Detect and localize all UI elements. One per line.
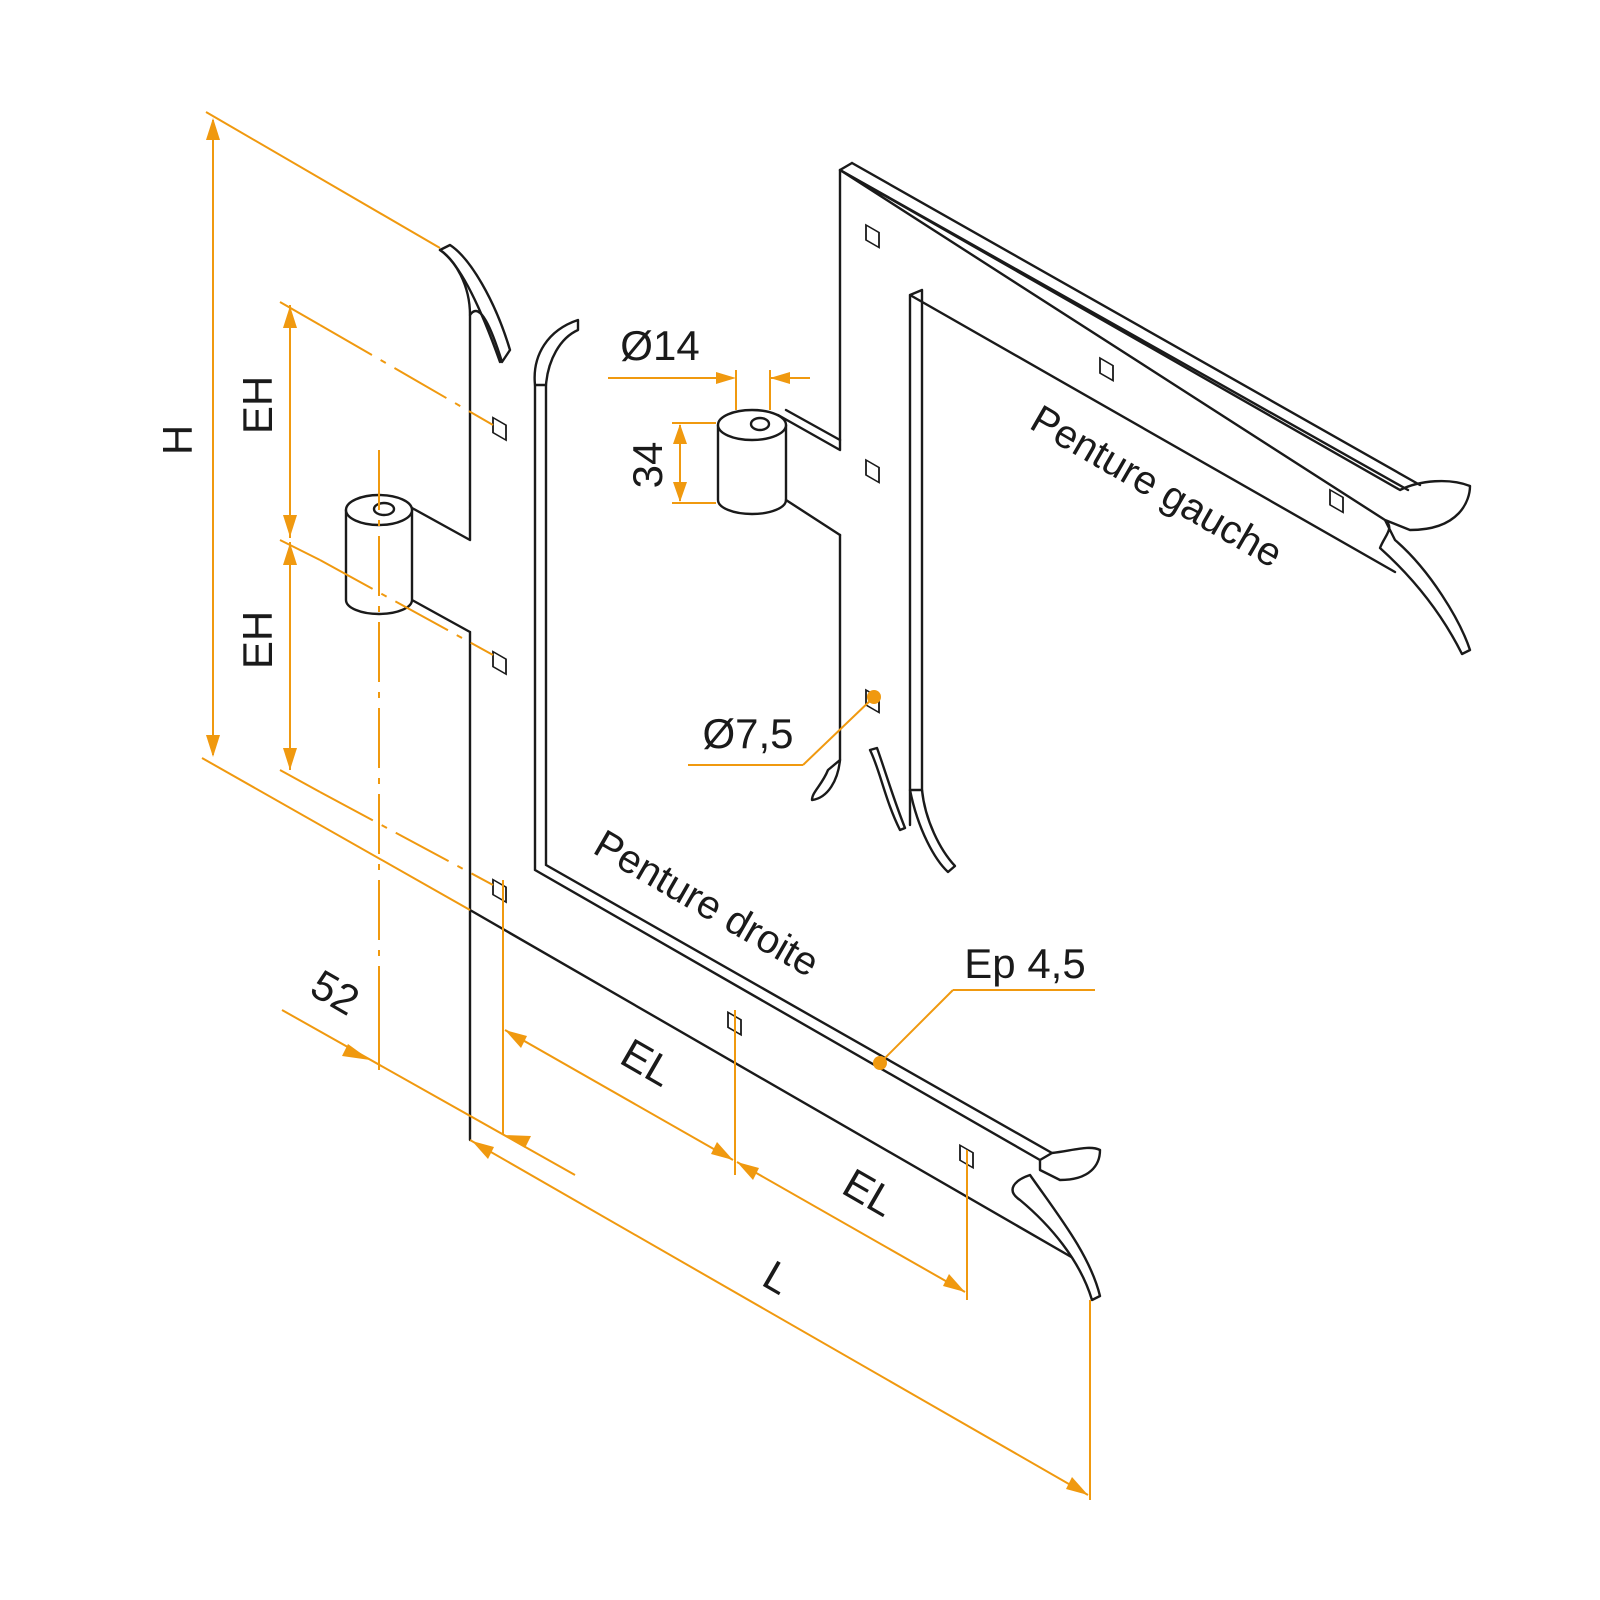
right-strap-tip bbox=[1038, 1146, 1102, 1182]
label-thickness: Ep 4,5 bbox=[964, 940, 1085, 987]
left-strap bbox=[716, 161, 1472, 874]
left-strap-plate bbox=[838, 168, 1472, 656]
left-strap-leg-end bbox=[908, 788, 957, 874]
label-hole-spacing-horizontal-2: EL bbox=[835, 1159, 903, 1225]
right-strap-top-curl bbox=[438, 243, 512, 364]
label-hole-spacing-horizontal-1: EL bbox=[613, 1029, 681, 1095]
label-pin-diameter: Ø14 bbox=[620, 322, 699, 369]
left-strap-hole bbox=[865, 458, 880, 484]
left-strap-hole bbox=[1099, 356, 1114, 383]
right-strap-upper-fork bbox=[533, 318, 580, 387]
left-knuckle-body bbox=[716, 423, 788, 516]
right-strap-outline bbox=[410, 313, 1082, 1264]
right-strap-hole bbox=[492, 416, 507, 442]
label-knuckle-height: 34 bbox=[624, 442, 671, 489]
label-hole-spacing-vertical-bottom: EH bbox=[234, 611, 281, 669]
left-knuckle-bore bbox=[749, 416, 771, 432]
label-total-height: H bbox=[154, 425, 201, 455]
left-strap-lower-tip bbox=[810, 758, 842, 802]
left-strap-hole bbox=[1329, 488, 1344, 514]
right-strap bbox=[344, 243, 1102, 1302]
left-strap-hole bbox=[865, 223, 880, 249]
label-hole-spacing-vertical-top: EH bbox=[234, 376, 281, 434]
left-strap-fork bbox=[868, 746, 907, 832]
left-strap-outline bbox=[776, 161, 1422, 827]
label-total-length: L bbox=[755, 1251, 799, 1303]
left-knuckle-strap-join bbox=[784, 408, 842, 537]
right-knuckle-bore bbox=[372, 501, 396, 517]
label-right-strap: Penture droite bbox=[587, 822, 827, 986]
right-strap-tail bbox=[1011, 1173, 1102, 1302]
right-strap-hole bbox=[492, 878, 507, 904]
label-offset: 52 bbox=[303, 960, 367, 1024]
right-strap-top-curl-edge bbox=[438, 248, 502, 364]
label-hole-diameter: Ø7,5 bbox=[702, 710, 793, 757]
dimension-lines bbox=[201, 111, 1095, 1500]
right-strap-hole bbox=[492, 650, 507, 676]
